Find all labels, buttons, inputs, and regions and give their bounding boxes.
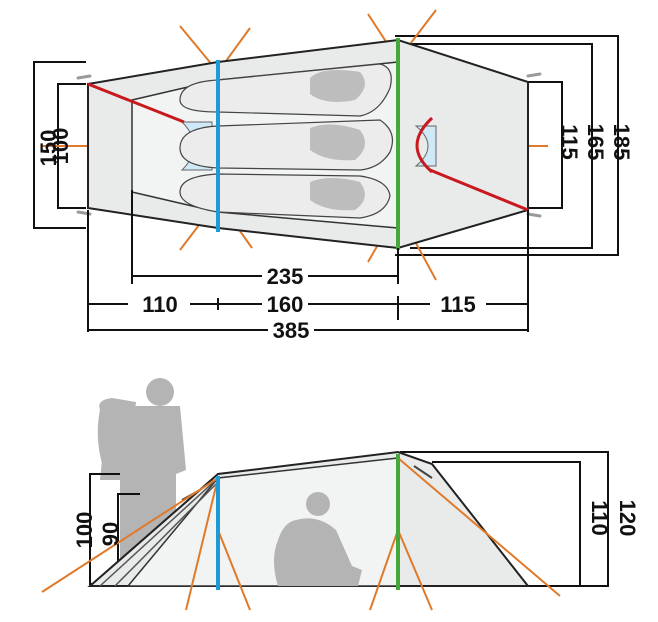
- dim-bracket-150: [33, 61, 86, 229]
- label-width-165: 165: [583, 124, 608, 161]
- label-length-235: 235: [267, 264, 304, 289]
- label-length-115: 115: [440, 292, 476, 317]
- rear-vent-side-icon: [413, 465, 433, 479]
- label-width-150: 150: [36, 130, 61, 167]
- label-height-110: 110: [587, 500, 612, 536]
- label-length-160: 160: [267, 292, 304, 317]
- dim-bracket-185: [395, 35, 619, 256]
- dim-bracket-side-110: [432, 461, 581, 587]
- front-pole-red: [87, 82, 185, 124]
- sitting-person-silhouette: [274, 492, 362, 586]
- sleeping-bags: [179, 63, 393, 219]
- guy-lines-side: [41, 457, 561, 611]
- dim-bracket-115: [528, 81, 563, 209]
- dim-line-235: [131, 190, 399, 284]
- label-height-100: 100: [72, 512, 97, 549]
- label-height-90: 90: [98, 522, 123, 546]
- label-height-120: 120: [615, 500, 640, 537]
- label-length-385: 385: [273, 318, 310, 343]
- label-width-100: 100: [48, 128, 73, 165]
- label-length-110: 110: [142, 292, 178, 317]
- top-view: 150 100 115 165 185 235 110 160 115 385: [33, 9, 634, 343]
- rear-arc-pole: [415, 116, 434, 174]
- rear-pole-red: [429, 168, 529, 212]
- dim-bracket-165: [410, 43, 593, 249]
- dim-line-lengths: [87, 210, 529, 332]
- label-width-185: 185: [609, 124, 634, 161]
- side-view: 100 90 110 120: [41, 378, 640, 611]
- dim-bracket-side-120: [400, 451, 609, 587]
- label-width-115: 115: [557, 124, 582, 160]
